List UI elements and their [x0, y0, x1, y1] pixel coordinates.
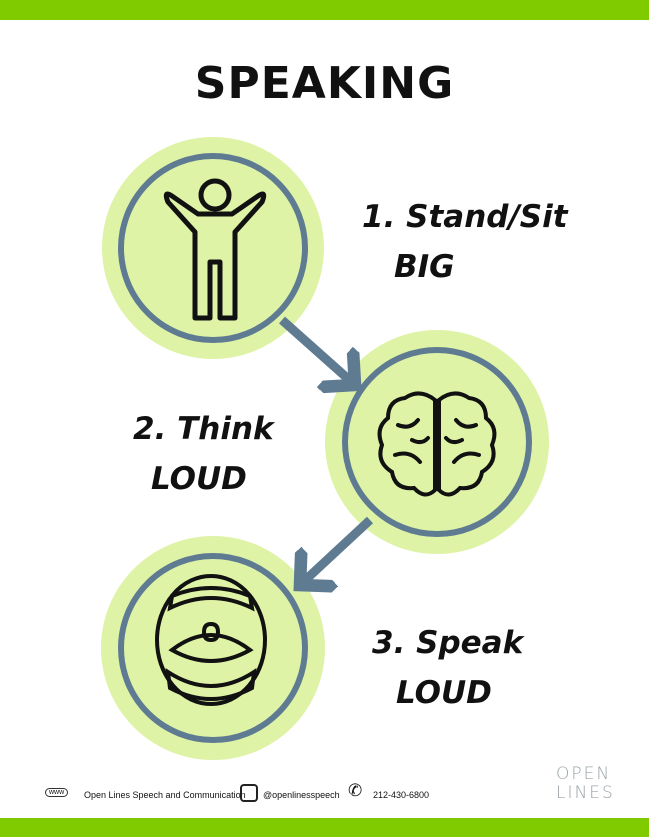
- brain-icon: [377, 391, 497, 497]
- mouth-icon: [155, 574, 267, 706]
- step-3-line1: 3. Speak: [372, 625, 524, 661]
- step-3-line2: LOUD: [396, 675, 492, 711]
- website-link[interactable]: Open Lines Speech and Communication: [84, 790, 246, 800]
- phone-number: 212-430-6800: [373, 790, 430, 800]
- arrow-1-to-2: [279, 316, 355, 385]
- person-icon: [163, 178, 267, 321]
- step-3: 3. Speak LOUD: [372, 618, 523, 718]
- step-1-line2: BIG: [394, 249, 455, 285]
- step-1-line1: 1. Stand/Sit: [362, 199, 568, 235]
- web-icon: www: [45, 786, 69, 797]
- step-2: 2. Think LOUD: [133, 404, 274, 504]
- arrow-2-to-3: [300, 516, 374, 585]
- phone-icon: ✆: [348, 781, 363, 800]
- step-1: 1. Stand/Sit BIG: [362, 192, 568, 292]
- bottom-bar: [0, 818, 649, 837]
- instagram-icon: [240, 784, 258, 802]
- instagram-link[interactable]: @openlinesspeech: [263, 790, 340, 800]
- circle-person: [102, 137, 324, 359]
- top-bar: [0, 0, 649, 20]
- step-2-line1: 2. Think: [133, 411, 274, 447]
- page-title: SPEAKING: [194, 58, 455, 109]
- step-2-line2: LOUD: [151, 461, 247, 497]
- circle-mouth: [101, 536, 325, 760]
